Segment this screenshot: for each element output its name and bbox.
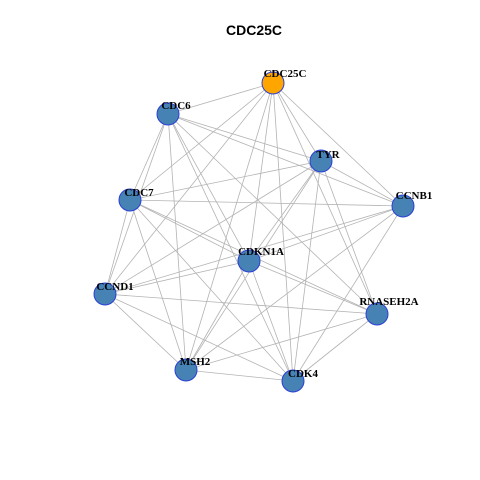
node-cdk4 — [281, 369, 305, 393]
edge-cdkn1a-rnaseh2a — [248, 260, 378, 315]
edge-cdc25c-msh2 — [185, 82, 274, 371]
node-label-rnaseh2a: RNASEH2A — [359, 296, 418, 308]
edge-tyr-cdk4 — [292, 160, 322, 382]
node-msh2 — [174, 358, 198, 382]
edge-cdc6-cdc7 — [129, 113, 169, 201]
edge-cdc25c-cdk4 — [272, 82, 294, 382]
node-ccnb1 — [391, 194, 415, 218]
edge-cdc6-cdk4 — [167, 113, 294, 382]
edge-ccnb1-msh2 — [185, 205, 404, 371]
node-cdc6 — [156, 102, 180, 126]
edge-cdc7-cdk4 — [129, 199, 294, 382]
node-label-cdkn1a: CDKN1A — [238, 246, 284, 258]
edge-cdc25c-cdc6 — [167, 82, 274, 115]
edge-ccnb1-cdc7 — [129, 199, 404, 207]
edge-cdc7-msh2 — [129, 199, 187, 371]
edge-cdc6-tyr — [167, 113, 322, 162]
node-cdkn1a — [237, 249, 261, 273]
edge-cdc7-ccnd1 — [104, 199, 131, 295]
edge-cdc6-cdkn1a — [167, 113, 250, 262]
edge-tyr-cdc7 — [129, 160, 322, 201]
edge-ccnd1-cdk4 — [104, 293, 294, 382]
node-cdc7 — [118, 188, 142, 212]
node-label-msh2: MSH2 — [180, 356, 211, 368]
edge-cdkn1a-cdk4 — [248, 260, 294, 382]
edge-rnaseh2a-cdk4 — [292, 313, 378, 382]
node-label-cdc25c: CDC25C — [264, 68, 307, 80]
edges-layer — [104, 82, 404, 382]
node-label-cdk4: CDK4 — [288, 368, 318, 380]
node-rnaseh2a — [365, 302, 389, 326]
graph-title: CDC25C — [226, 22, 282, 38]
edge-rnaseh2a-msh2 — [185, 313, 378, 371]
edge-cdc25c-cdc7 — [129, 82, 274, 201]
edge-tyr-ccnd1 — [104, 160, 322, 295]
edge-cdc25c-cdkn1a — [248, 82, 274, 262]
edge-ccnd1-msh2 — [104, 293, 187, 371]
edge-cdkn1a-ccnd1 — [104, 260, 250, 295]
edge-tyr-ccnb1 — [320, 160, 404, 207]
edge-cdc6-msh2 — [167, 113, 187, 371]
node-label-tyr: TYR — [316, 149, 340, 161]
node-label-ccnb1: CCNB1 — [396, 190, 433, 202]
edge-tyr-rnaseh2a — [320, 160, 378, 315]
edge-msh2-cdk4 — [185, 369, 294, 382]
edge-ccnb1-cdk4 — [292, 205, 404, 382]
edge-cdc25c-ccnb1 — [272, 82, 404, 207]
node-cdc25c — [261, 71, 285, 95]
edge-ccnd1-rnaseh2a — [104, 293, 378, 315]
edge-ccnb1-cdkn1a — [248, 205, 404, 262]
node-label-cdc6: CDC6 — [161, 100, 191, 112]
node-label-cdc7: CDC7 — [124, 187, 154, 199]
edge-cdc6-ccnb1 — [167, 113, 404, 207]
node-tyr — [309, 149, 333, 173]
edge-cdc25c-rnaseh2a — [272, 82, 378, 315]
node-ccnd1 — [93, 282, 117, 306]
node-label-ccnd1: CCND1 — [96, 281, 133, 293]
edge-cdc7-cdkn1a — [129, 199, 250, 262]
edge-cdc25c-ccnd1 — [104, 82, 274, 295]
edge-cdc6-rnaseh2a — [167, 113, 378, 315]
edge-cdkn1a-msh2 — [185, 260, 250, 371]
edge-ccnb1-ccnd1 — [104, 205, 404, 295]
edge-cdc25c-tyr — [272, 82, 322, 162]
edge-tyr-cdkn1a — [248, 160, 322, 262]
nodes-layer — [93, 71, 415, 393]
